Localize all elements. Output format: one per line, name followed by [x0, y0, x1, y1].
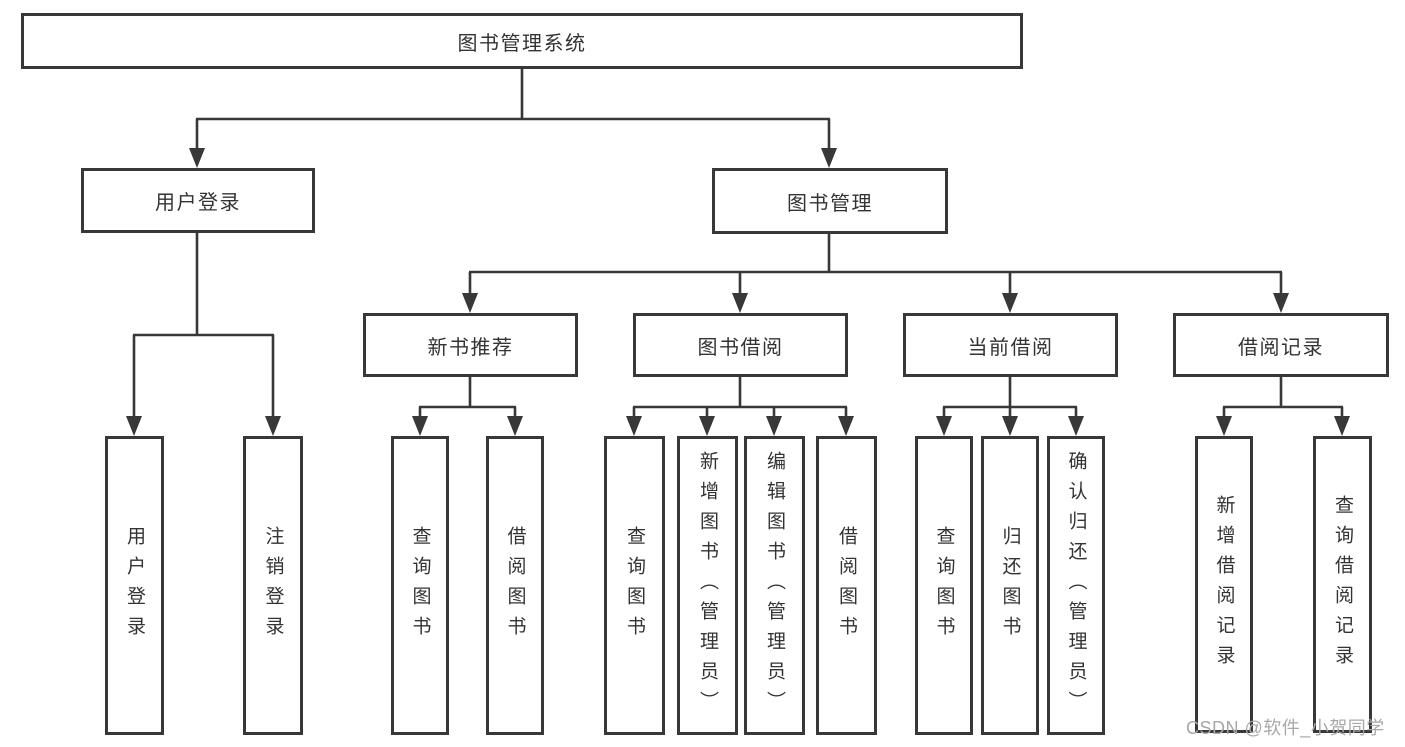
- arrow-down-icon: [821, 148, 837, 168]
- arrow-down-icon: [1273, 293, 1289, 313]
- connector-current-borrow: [942, 377, 1078, 420]
- arrow-down-icon: [1002, 293, 1018, 313]
- leaf-return-books: 归还图书: [981, 436, 1039, 735]
- leaf-edit-books-admin: 编辑图书（管理员）: [744, 436, 805, 735]
- arrow-down-icon: [507, 416, 523, 436]
- node-book-borrow: 图书借阅: [633, 313, 848, 377]
- arrow-down-icon: [626, 416, 642, 436]
- leaf-borrow-books: 借阅图书: [816, 436, 877, 735]
- watermark: CSDN @软件_小贺同学: [1186, 718, 1385, 738]
- arrow-down-icon: [1216, 416, 1232, 436]
- node-root-system: 图书管理系统: [21, 13, 1023, 69]
- leaf-query-books-current: 查询图书: [915, 436, 973, 735]
- arrow-down-icon: [766, 416, 782, 436]
- leaf-query-borrow-record: 查询借阅记录: [1313, 436, 1372, 733]
- arrow-down-icon: [732, 293, 748, 313]
- connector-borrow-records: [1222, 377, 1344, 420]
- connector-user-login: [132, 233, 275, 420]
- arrow-down-icon: [462, 293, 478, 313]
- leaf-confirm-return-admin: 确认归还（管理员）: [1047, 436, 1105, 735]
- arrow-down-icon: [936, 416, 952, 436]
- leaf-add-borrow-record: 新增借阅记录: [1195, 436, 1253, 733]
- arrow-down-icon: [412, 416, 428, 436]
- arrow-down-icon: [189, 148, 205, 168]
- node-current-borrow: 当前借阅: [903, 313, 1118, 377]
- connector-new-book: [418, 377, 517, 420]
- leaf-query-books-recommend: 查询图书: [391, 436, 449, 735]
- arrow-down-icon: [1002, 416, 1018, 436]
- leaf-logout: 注销登录: [243, 436, 303, 735]
- leaf-query-books-borrow: 查询图书: [604, 436, 665, 735]
- node-user-login: 用户登录: [81, 168, 315, 233]
- node-new-book-recommend: 新书推荐: [363, 313, 578, 377]
- connector-root: [195, 68, 831, 152]
- arrow-down-icon: [699, 416, 715, 436]
- arrow-down-icon: [1334, 416, 1350, 436]
- leaf-borrow-books-recommend: 借阅图书: [486, 436, 544, 735]
- connector-book-management: [468, 234, 1283, 297]
- connector-book-borrow: [632, 377, 848, 420]
- arrow-down-icon: [126, 416, 142, 436]
- node-borrow-records: 借阅记录: [1173, 313, 1389, 377]
- arrow-down-icon: [1068, 416, 1084, 436]
- arrow-down-icon: [838, 416, 854, 436]
- node-book-management: 图书管理: [712, 168, 948, 234]
- arrowheads: [126, 148, 1350, 436]
- arrow-down-icon: [265, 416, 281, 436]
- leaf-user-login: 用户登录: [105, 436, 164, 735]
- leaf-add-books-admin: 新增图书（管理员）: [677, 436, 738, 735]
